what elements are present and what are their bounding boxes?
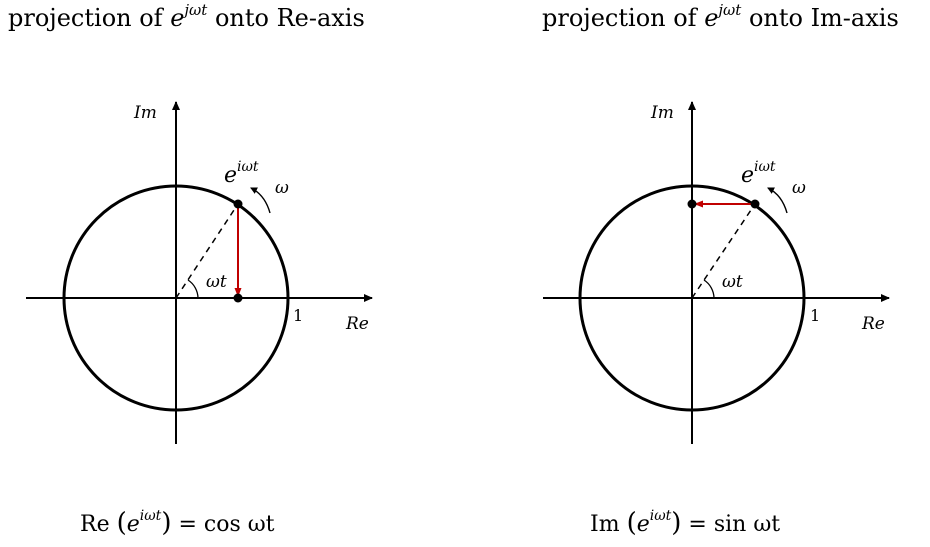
rotation-arrow xyxy=(250,187,271,214)
projection-point xyxy=(233,293,243,303)
angle-arc xyxy=(187,279,199,299)
panel-imaginary-projection: projection of ejωt onto Im-axis Im Re 1 … xyxy=(542,1,899,538)
unit-circle xyxy=(62,184,290,412)
imaginary-axis-label: Im xyxy=(650,103,674,123)
phasor-radius xyxy=(175,203,239,299)
panel-real-projection: projection of ejωt onto Re-axis Im Re 1 … xyxy=(8,1,373,538)
real-axis-label: Re xyxy=(345,314,369,334)
unit-tick-label: 1 xyxy=(293,306,303,325)
angle-label: ωt xyxy=(722,272,743,292)
imaginary-axis-label: Im xyxy=(133,103,157,123)
phasor-label: eiωt xyxy=(224,159,259,188)
phasor-radius xyxy=(691,203,756,299)
phasor-point xyxy=(750,199,760,209)
angle-label: ωt xyxy=(206,272,227,292)
rotation-arrow xyxy=(767,187,788,214)
omega-label: ω xyxy=(275,178,289,198)
phasor-point xyxy=(233,199,243,209)
panel-title: projection of ejωt onto Im-axis xyxy=(542,1,899,32)
angle-arc xyxy=(703,279,715,299)
real-axis-label: Re xyxy=(861,314,885,334)
panel-title: projection of ejωt onto Re-axis xyxy=(8,1,365,32)
omega-label: ω xyxy=(792,178,806,198)
projection-formula: Re (eiωt) = cos ωt xyxy=(80,508,275,538)
projection-point xyxy=(687,199,697,209)
phasor-label: eiωt xyxy=(741,159,776,188)
unit-circle xyxy=(578,184,806,412)
projection-formula: Im (eiωt) = sin ωt xyxy=(590,508,780,538)
unit-tick-label: 1 xyxy=(810,306,820,325)
